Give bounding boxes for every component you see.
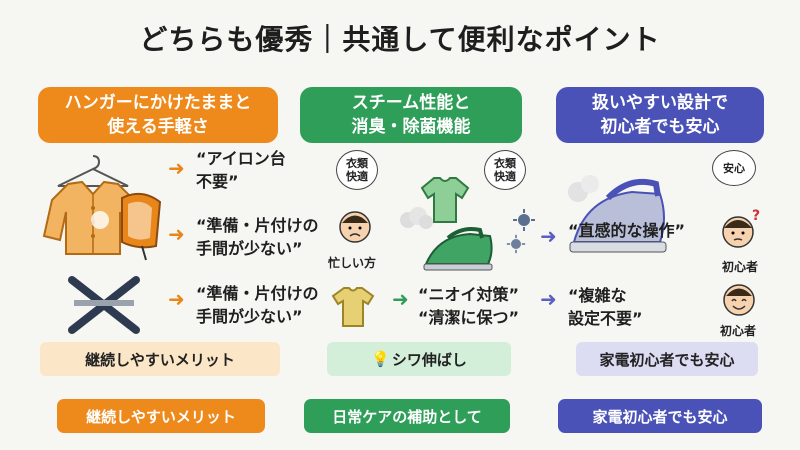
confused-face-icon: ? [722,208,760,248]
germ-icon [513,209,535,231]
point-no-ironing-board: “アイロン台 不要” [196,149,286,191]
svg-text:?: ? [752,208,760,224]
band-beginner: 家電初心者でも安心 [576,342,758,376]
point-intuitive: “直感的な操作” [568,221,686,240]
pill-beginner: 家電初心者でも安心 [558,399,762,433]
shirt-icon [420,177,470,223]
pill-daily-care: 日常ケアの補助として [304,399,510,433]
thought-bubble-relief: 安心 [712,150,756,186]
x-icon [68,276,140,334]
band-continuity: 継続しやすいメリット [40,342,280,376]
caption-beginner-2: 初心者 [720,324,757,338]
smiling-face-icon [723,284,755,316]
point-prep-2: “準備・片付けの 手間が少ない” [196,284,319,326]
steam-cloud-icon [400,207,433,229]
page-title: どちらも優秀｜共通して便利なポイント [139,23,661,56]
worried-face-icon [339,211,371,243]
band-wrinkle: 💡 シワ伸ばし [327,342,511,376]
arrow-right-icon: ➜ [540,287,557,311]
thought-bubble-comfort-1: 衣類 快適 [336,150,378,190]
column-heading-hanger: ハンガーにかけたままと 使える手軽さ [38,87,278,143]
arrow-right-icon: ➜ [168,222,185,246]
steam-iron-icon [568,175,667,253]
caption-beginner-1: 初心者 [722,260,759,274]
column-heading-design: 扱いやすい設計で 初心者でも安心 [556,87,764,143]
caption-busy: 忙しい方 [328,256,377,270]
column-heading-steam: スチーム性能と 消臭・除菌機能 [300,87,522,143]
iron-icon [423,227,493,271]
arrow-right-icon: ➜ [168,287,185,311]
thought-bubble-comfort-2: 衣類 快適 [484,150,526,190]
point-odor: “ニオイ対策” “清潔に保つ” [418,285,520,327]
germ-icon [506,234,526,254]
arrow-right-icon: ➜ [540,224,557,248]
tshirt-icon [331,287,375,327]
lightbulb-icon: 💡 [371,350,390,368]
steamer-icon [121,192,162,261]
point-prep-1: “準備・片付けの 手間が少ない” [196,216,319,258]
pill-continuity: 継続しやすいメリット [57,399,265,433]
arrow-right-icon: ➜ [392,287,409,311]
arrow-right-icon: ➜ [168,156,185,180]
point-no-complex: “複雑な 設定不要” [568,286,643,328]
